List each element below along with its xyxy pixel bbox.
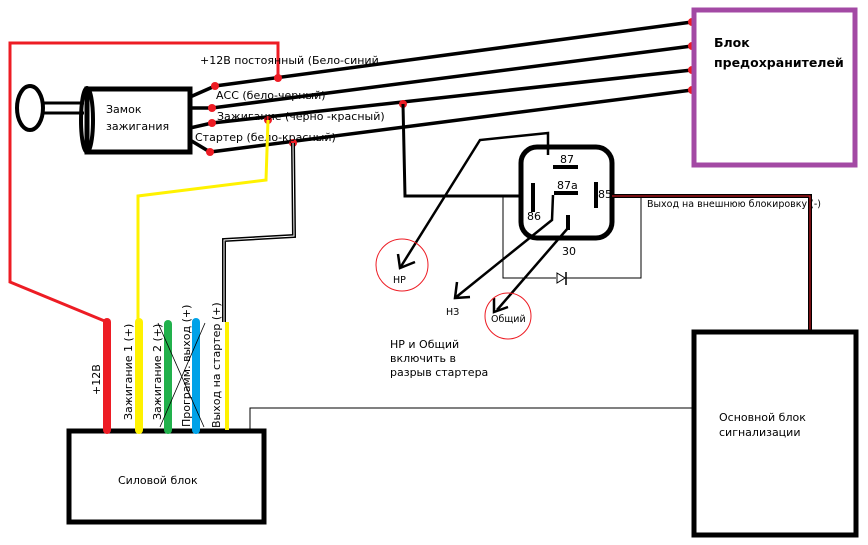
- fuse-block-label: Блок: [714, 35, 750, 50]
- contact-common-label: Общий: [491, 314, 526, 325]
- power-block-label: Силовой блок: [118, 474, 198, 487]
- common-circle: [484, 292, 532, 340]
- fuse-block: [691, 7, 858, 168]
- relay: [518, 144, 615, 241]
- red-12v-wire: [8, 41, 280, 324]
- main-block-label: Основной блок: [719, 411, 806, 424]
- wire-label-prog: Программ. выход (+): [180, 305, 193, 427]
- lock-output-label: Выход на внешнюю блокировку (-): [647, 199, 821, 210]
- fuse-block-label: предохранителей: [714, 55, 844, 70]
- pin-87a: 87a: [557, 179, 578, 192]
- wire-label-acc: АСС (бело-черный): [216, 89, 326, 102]
- pin-87: 87: [560, 153, 574, 166]
- wire-label-ign2: Зажигание 2 (+): [151, 324, 164, 420]
- relay-feed-wire: [401, 103, 520, 198]
- wire-label-starter: Стартер (бело-красный): [195, 131, 336, 144]
- main-block-label: сигнализации: [719, 426, 800, 439]
- pin-85: 85: [598, 188, 612, 201]
- wire-label-starter-out: Выход на стартер (+): [210, 302, 223, 428]
- wire-label-ignition: Зажигание (черно -красный): [217, 110, 385, 123]
- power-block-wires: [103, 318, 229, 434]
- diode-icon: [556, 272, 566, 284]
- wire-label-12v: +12В постоянный (Бело-синий: [200, 54, 379, 67]
- relay-pins: [531, 165, 598, 230]
- note-line: включить в: [390, 352, 456, 365]
- starter-wire: [222, 142, 297, 322]
- no-circle: [375, 238, 429, 292]
- crossed-lines: [157, 322, 206, 428]
- pin-86: 86: [527, 210, 541, 223]
- yellow-ignition-wire: [136, 119, 270, 322]
- ignition-switch-box: [84, 86, 193, 155]
- contact-nc-label: НЗ: [446, 307, 459, 318]
- key-icon: [15, 84, 45, 132]
- note-line: НР и Общий: [390, 338, 459, 351]
- lock-output-wire: [612, 194, 812, 331]
- bus-wire: [249, 407, 693, 430]
- wire-label-ign1: Зажигание 1 (+): [122, 324, 135, 420]
- pin-30: 30: [562, 245, 576, 258]
- contact-no-label: НР: [393, 275, 406, 286]
- main-alarm-block: [691, 329, 859, 538]
- diode-wire: [502, 197, 556, 279]
- note-line: разрыв стартера: [390, 366, 488, 379]
- ignition-switch-label: Замок: [106, 103, 142, 116]
- contact-arrows: [396, 131, 570, 314]
- ignition-switch-label: зажигания: [106, 120, 169, 133]
- wire-label-12v-pb: +12В: [90, 364, 103, 395]
